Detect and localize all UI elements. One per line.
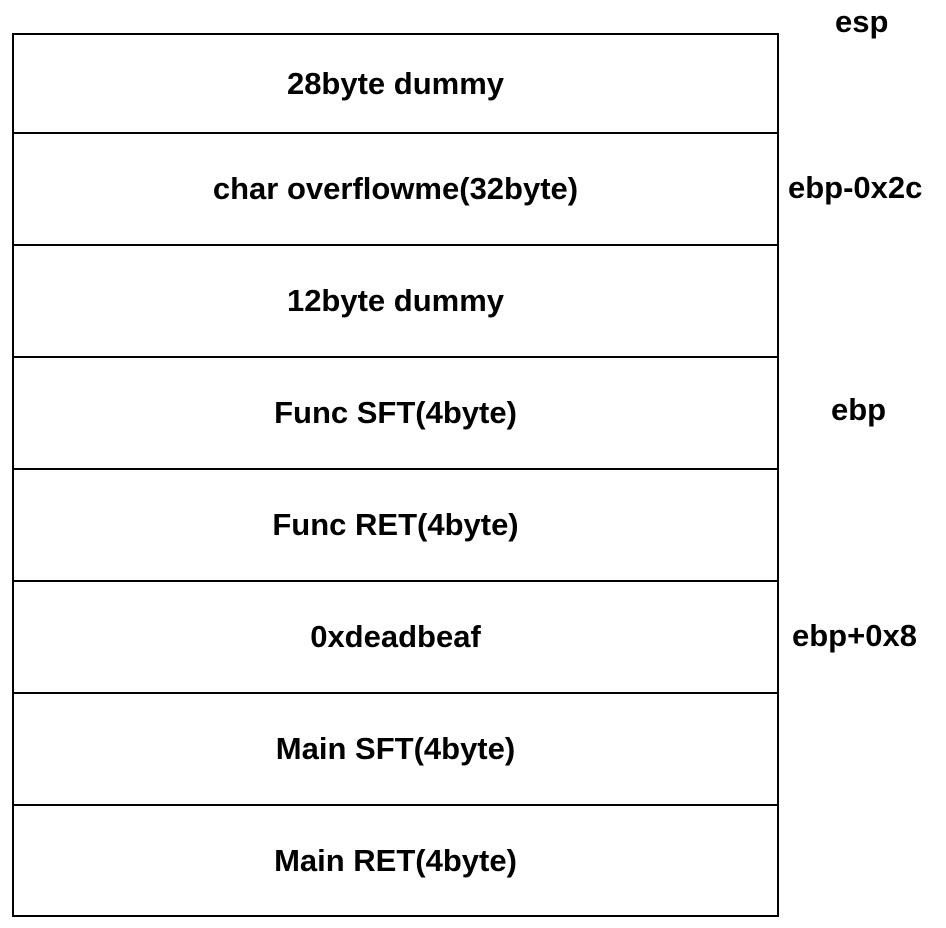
ebp-pointer-label: ebp xyxy=(831,392,887,427)
ebp-plus-0x8-label: ebp+0x8 xyxy=(792,618,917,653)
stack-cell-12byte-dummy: 12byte dummy xyxy=(14,244,777,356)
stack-cell-func-ret: Func RET(4byte) xyxy=(14,468,777,580)
stack-cell-label: 28byte dummy xyxy=(286,66,505,101)
stack-cell-label: Func SFT(4byte) xyxy=(274,395,517,430)
stack-cell-deadbeaf: 0xdeadbeaf xyxy=(14,580,777,692)
stack-cell-label: Main SFT(4byte) xyxy=(275,731,516,766)
esp-pointer-label: esp xyxy=(835,4,889,39)
stack-cell-label: char overflowme(32byte) xyxy=(212,171,579,206)
stack-cell-label: 12byte dummy xyxy=(286,283,505,318)
stack-frame-diagram: 28byte dummy char overflowme(32byte) 12b… xyxy=(12,33,779,917)
stack-cell-label: Func RET(4byte) xyxy=(272,507,519,542)
ebp-minus-0x2c-label: ebp-0x2c xyxy=(788,170,923,205)
stack-cell-func-sft: Func SFT(4byte) xyxy=(14,356,777,468)
stack-cell-28byte-dummy: 28byte dummy xyxy=(14,35,777,133)
stack-cell-label: 0xdeadbeaf xyxy=(310,619,481,654)
stack-cell-main-ret: Main RET(4byte) xyxy=(14,804,777,915)
stack-cell-label: Main RET(4byte) xyxy=(274,842,517,878)
stack-cell-main-sft: Main SFT(4byte) xyxy=(14,692,777,804)
stack-cell-overflowme: char overflowme(32byte) xyxy=(14,132,777,244)
